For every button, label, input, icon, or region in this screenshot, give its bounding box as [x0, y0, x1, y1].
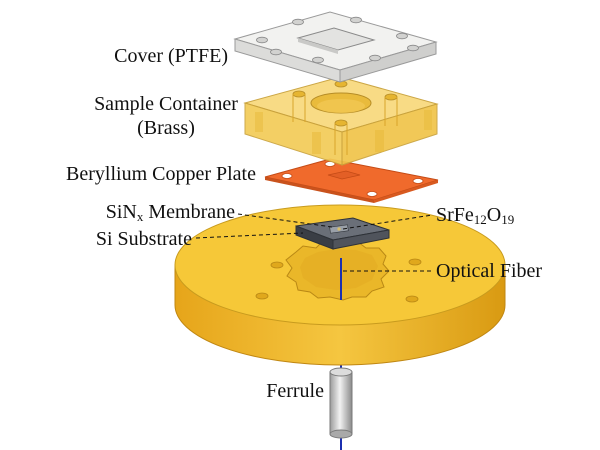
label-sample: SrFe12O19 [436, 204, 515, 227]
label-plate: Beryllium Copper Plate [66, 163, 256, 185]
ferrule [329, 367, 353, 439]
label-container: Sample Container (Brass) [86, 93, 246, 139]
label-container-line2: (Brass) [137, 117, 195, 139]
label-cover: Cover (PTFE) [114, 45, 228, 67]
leader-substrate [195, 232, 304, 239]
label-fiber: Optical Fiber [436, 260, 543, 282]
leader-membrane [237, 213, 333, 228]
label-container-line1: Sample Container [94, 93, 238, 115]
leader-sample [342, 214, 433, 230]
sample-container [243, 76, 439, 166]
label-membrane: SiNx Membrane [105, 201, 235, 224]
ptfe-cover [233, 11, 438, 83]
si-substrate-chip [295, 217, 390, 250]
label-ferrule: Ferrule [266, 380, 324, 402]
sample-dot [337, 227, 341, 231]
beryllium-copper-plate [264, 158, 439, 203]
label-substrate: Si Substrate [95, 228, 192, 250]
